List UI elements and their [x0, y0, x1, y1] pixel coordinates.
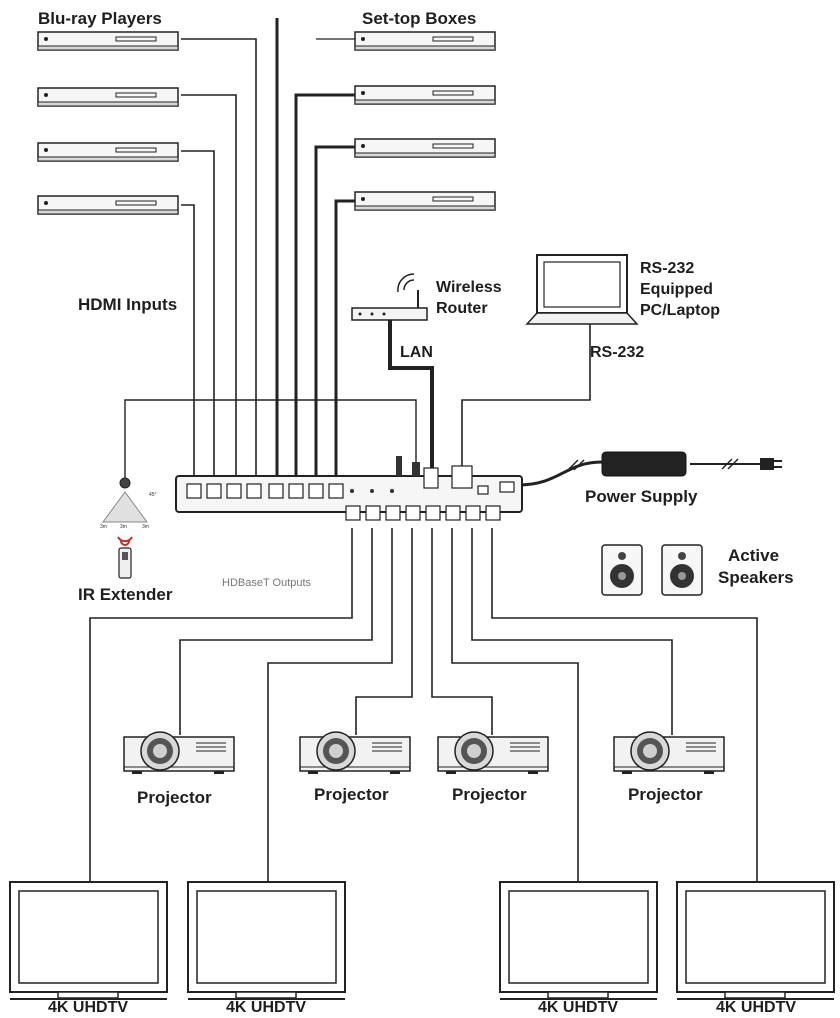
- bluray-players: [37, 31, 179, 215]
- ir-signal-icon: [117, 536, 133, 543]
- speaker: [661, 544, 703, 596]
- projector-label-3: Projector: [452, 785, 527, 804]
- laptop: [525, 254, 639, 325]
- projector: [613, 731, 725, 775]
- uhd-tv: [9, 881, 168, 1000]
- settop-box: [354, 31, 496, 51]
- tv-label-4: 4K UHDTV: [716, 999, 796, 1016]
- ir-range-left: 3m: [100, 524, 107, 530]
- settop-boxes: [354, 31, 496, 211]
- wireless-router: [351, 273, 428, 321]
- ir-angle-label: 45°: [149, 492, 157, 498]
- ir-extender: 45° 3m 3m 3m: [100, 477, 157, 579]
- settop-label: Set-top Boxes: [362, 9, 476, 28]
- speaker: [601, 544, 643, 596]
- power-supply: [601, 451, 782, 477]
- hdmi-outputs-label: HDBaseT Outputs: [222, 577, 312, 589]
- projector: [299, 731, 411, 775]
- matrix-switcher: [175, 456, 523, 521]
- rs232-pc-label-line3: PC/Laptop: [640, 302, 720, 319]
- cables: [89, 18, 760, 882]
- hdmi-inputs-label: HDMI Inputs: [78, 295, 177, 314]
- bluray-label: Blu-ray Players: [38, 9, 162, 28]
- rs232-label: RS-232: [590, 344, 644, 361]
- bluray-player: [37, 195, 179, 215]
- wifi-icon: [403, 279, 415, 291]
- projector: [123, 731, 235, 775]
- uhd-tv: [187, 881, 346, 1000]
- settop-box: [354, 191, 496, 211]
- projectors: [123, 731, 725, 775]
- projector-label-4: Projector: [628, 785, 703, 804]
- projector: [437, 731, 549, 775]
- bluray-player: [37, 87, 179, 107]
- uhd-tv: [676, 881, 835, 1000]
- wireless-router-label-line2: Router: [436, 300, 488, 317]
- ir-range-mid: 3m: [120, 524, 127, 530]
- tv-label-1: 4K UHDTV: [48, 999, 128, 1016]
- lan-label: LAN: [400, 344, 433, 361]
- settop-box: [354, 138, 496, 158]
- tv-label-2: 4K UHDTV: [226, 999, 306, 1016]
- power-supply-label: Power Supply: [585, 487, 698, 506]
- settop-box: [354, 85, 496, 105]
- tv-label-3: 4K UHDTV: [538, 999, 618, 1016]
- active-speakers: [601, 544, 703, 596]
- bluray-player: [37, 142, 179, 162]
- projector-label-1: Projector: [137, 788, 212, 807]
- uhd-tv: [499, 881, 658, 1000]
- bluray-player: [37, 31, 179, 51]
- projector-label-2: Projector: [314, 785, 389, 804]
- active-speakers-label-line1: Active: [728, 546, 779, 565]
- tvs: [9, 881, 835, 1000]
- wireless-router-label-line1: Wireless: [436, 279, 502, 296]
- rs232-pc-label-line2: Equipped: [640, 281, 713, 298]
- ir-range-right: 3m: [142, 524, 149, 530]
- active-speakers-label-line2: Speakers: [718, 568, 794, 587]
- ir-extender-label: IR Extender: [78, 585, 173, 604]
- rs232-pc-label-line1: RS-232: [640, 260, 694, 277]
